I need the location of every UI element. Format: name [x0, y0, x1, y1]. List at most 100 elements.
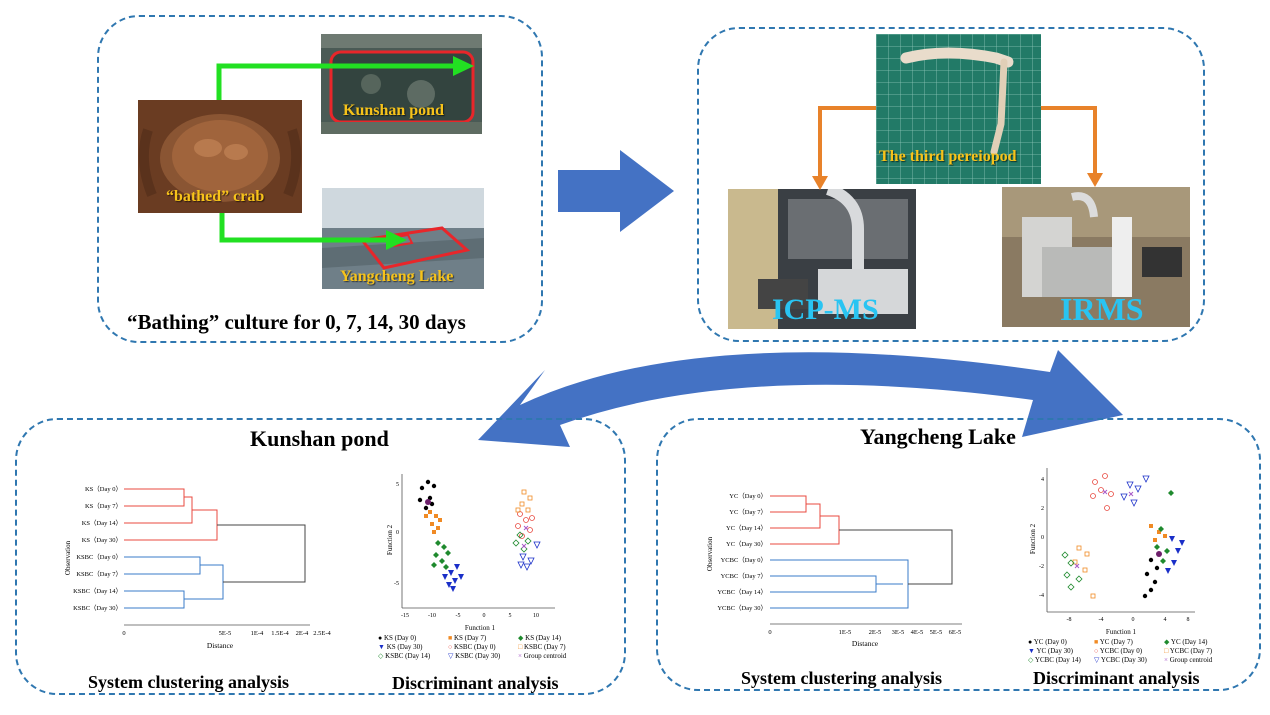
kunshan-discriminant-caption: Discriminant analysis: [392, 673, 559, 693]
dendro-leaf: KSBC（Day 7）: [76, 570, 122, 578]
legend-label: YC (Day 0): [1033, 638, 1067, 646]
pereiopod-label: The third pereiopod: [879, 148, 1017, 165]
legend-label: Group centroid: [1169, 656, 1213, 664]
scatter-xticks: -8 -4 0 4 8: [1067, 617, 1190, 623]
scatter-ytick: 0: [1041, 535, 1044, 541]
dendro-leaf: YC（Day 7）: [729, 508, 767, 516]
dendro-leaf: KSBC（Day 14）: [73, 587, 122, 595]
dendro-leaves: YC（Day 0） YC（Day 7） YC（Day 14） YC（Day 30…: [717, 492, 767, 612]
icpms-image: [728, 189, 916, 329]
scatter-xtick: 10: [533, 613, 539, 619]
scatter-ytick: 4: [1041, 477, 1044, 483]
dendro-leaf: YC（Day 14）: [726, 524, 767, 532]
irms-photo: IRMS: [1002, 187, 1190, 327]
bathing-caption: “Bathing” culture for 0, 7, 14, 30 days: [127, 310, 466, 334]
legend-label: KS (Day 30): [386, 643, 423, 651]
crab-label: “bathed” crab: [166, 188, 265, 205]
dendro-xlabel: Distance: [852, 639, 879, 648]
dendro-tick: 0: [122, 630, 125, 637]
dendro-root: [839, 529, 953, 585]
dendro-tick: 2.5E-4: [313, 630, 331, 637]
bathing-culture-panel: [97, 15, 543, 343]
yangcheng-scatter: Function 2 4 2 0 -2 -4 -8 -4 0 4 8 Funct…: [1029, 468, 1195, 636]
dendro-xlabel: Distance: [207, 641, 234, 650]
dendro-ticks: 0 5E-5 1E-4 1.5E-4 2E-4 2.5E-4: [122, 630, 331, 637]
dendro-tick: 1.5E-4: [271, 630, 289, 637]
scatter-xtick: 0: [1132, 617, 1135, 623]
dendro-blue-cluster: [124, 556, 224, 609]
dendro-leaf: KS（Day 7）: [85, 502, 122, 510]
scatter-ylabel: Function 2: [1029, 523, 1037, 554]
scatter-yticks: 5 0 -5: [394, 482, 399, 587]
dendro-tick: 2E-5: [869, 629, 882, 636]
kunshan-legend: ● KS (Day 0) ■ KS (Day 7) ◆ KS (Day 14) …: [378, 634, 567, 660]
legend-label: KS (Day 0): [383, 634, 417, 642]
scatter-ytick: -4: [1039, 593, 1044, 599]
scatter-xtick: -8: [1067, 617, 1072, 623]
legend-label: YCBC (Day 14): [1034, 656, 1081, 664]
dendro-leaf: KS（Day 14）: [82, 519, 122, 527]
kunshan-title: Kunshan pond: [250, 426, 389, 451]
dendro-tick: 1E-4: [251, 630, 264, 637]
legend-label: YCBC (Day 30): [1100, 656, 1147, 664]
scatter-points: [1061, 473, 1185, 599]
dendro-leaf: KS（Day 30）: [82, 536, 122, 544]
crab-image: [138, 100, 302, 213]
pereiopod-photo: The third pereiopod: [876, 34, 1041, 184]
dendro-leaf: YCBC（Day 14）: [717, 588, 767, 596]
legend-label: YC (Day 7): [1099, 638, 1133, 646]
dendro-leaf: KSBC（Day 30）: [73, 604, 122, 612]
scatter-xtick: -4: [1099, 617, 1104, 623]
scatter-ytick: 2: [1041, 506, 1044, 512]
legend-label: KSBC (Day 7): [523, 643, 566, 651]
scatter-xtick: 4: [1164, 617, 1167, 623]
irms-image: [1002, 187, 1190, 327]
dendro-root: [217, 524, 306, 583]
scatter-xtick: 8: [1187, 617, 1190, 623]
scatter-ylabel: Function 2: [386, 524, 394, 555]
dendro-leaf: YCBC（Day 30）: [717, 604, 767, 612]
scatter-ytick: 0: [396, 530, 399, 536]
pereiopod-image: [876, 34, 1041, 184]
scatter-ytick: 5: [396, 482, 399, 488]
scatter-xtick: 0: [483, 613, 486, 619]
dendro-leaf: YCBC（Day 0）: [721, 556, 767, 564]
dendro-ticks: 0 1E-5 2E-5 3E-5 4E-5 5E-5 6E-5: [768, 629, 961, 636]
yangcheng-legend: ● YC (Day 0) ■ YC (Day 7) ◆ YC (Day 14) …: [1028, 638, 1213, 664]
dendro-tick: 1E-5: [839, 629, 852, 636]
scatter-ytick: -2: [1039, 564, 1044, 570]
scatter-xtick: -15: [401, 613, 409, 619]
dendro-tick: 0: [768, 629, 771, 636]
yangcheng-clustering-caption: System clustering analysis: [741, 668, 943, 688]
dendro-tick: 3E-5: [892, 629, 905, 636]
kunshan-analysis-panel: [15, 418, 626, 695]
dendro-blue-cluster: [770, 559, 909, 609]
yangcheng-title: Yangcheng Lake: [860, 424, 1016, 449]
irms-label: IRMS: [1060, 291, 1144, 327]
icpms-label: ICP-MS: [772, 293, 879, 326]
kunshan-pond-label: Kunshan pond: [343, 102, 444, 119]
flow-right-arrow: [558, 150, 674, 232]
dendro-tick: 5E-5: [219, 630, 232, 637]
kunshan-scatter: Function 2 5 0 -5 -15 -10 -5 0 5 10 Func…: [386, 474, 555, 632]
kunshan-clustering-caption: System clustering analysis: [88, 672, 290, 692]
dendro-leaf: YCBC（Day 7）: [721, 572, 767, 580]
dendro-ylabel: Observation: [64, 540, 72, 575]
dendro-tick: 5E-5: [930, 629, 943, 636]
legend-label: KS (Day 7): [453, 634, 487, 642]
scatter-xtick: -5: [456, 613, 461, 619]
yangcheng-discriminant-caption: Discriminant analysis: [1033, 668, 1200, 688]
legend-label: KSBC (Day 30): [455, 652, 501, 660]
dendro-leaf: KSBC（Day 0）: [76, 553, 122, 561]
legend-label: KSBC (Day 14): [385, 652, 431, 660]
scatter-points: [417, 479, 541, 592]
legend-label: YC (Day 30): [1036, 647, 1073, 655]
scatter-xticks: -15 -10 -5 0 5 10: [401, 613, 539, 619]
scatter-xlabel: Function 1: [1106, 628, 1137, 636]
dendro-tick: 4E-5: [911, 629, 924, 636]
yangcheng-lake-label: Yangcheng Lake: [340, 268, 454, 285]
kunshan-pond-image: [321, 34, 482, 134]
scatter-yticks: 4 2 0 -2 -4: [1039, 477, 1044, 599]
